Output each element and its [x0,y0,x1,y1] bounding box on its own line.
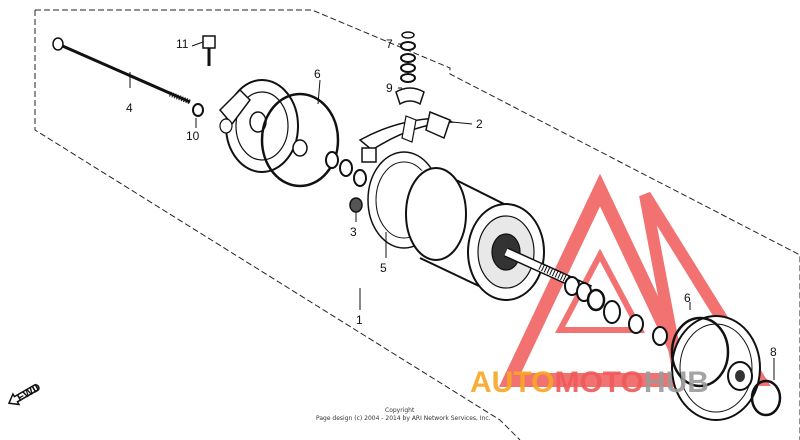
callout-6-right: 6 [684,291,691,305]
fwd-label: FWD [15,381,43,404]
callout-6-left: 6 [314,67,321,81]
callout-2: 2 [476,117,483,131]
watermark-hub: HUB [644,366,709,399]
callout-10: 10 [186,129,200,143]
shim-washer [325,151,339,169]
brush-holder-part-2 [358,110,455,163]
callout-1: 1 [356,313,363,327]
assembly-frame [35,9,800,440]
shim-washer-3 [353,169,367,187]
callout-4: 4 [126,101,133,115]
o-ring-part-6-left [260,92,340,188]
callout-7: 7 [386,37,393,51]
motor-yoke [405,167,545,301]
callout-11: 11 [176,37,189,51]
shaft-washers [564,276,668,346]
assembly-frame-lower [34,10,521,440]
bolt-part-4 [52,37,191,105]
front-cover [218,79,308,173]
washer-part-10 [192,103,204,117]
callout-5: 5 [380,261,387,275]
callout-8: 8 [770,345,777,359]
copyright-line-2: Page design (c) 2004 - 2014 by ARI Netwo… [316,415,491,422]
bolt-part-11 [202,35,216,66]
watermark-moto: MOTO [554,366,643,399]
fwd-direction-arrow: FWD [7,381,43,406]
rear-cover [671,315,761,421]
nut-stack-part-7-9 [395,31,425,106]
leader-lines [129,41,775,380]
shim-washer-2 [339,159,353,177]
callout-9: 9 [386,81,393,95]
watermark-text: AUTOMOTOHUB [470,366,709,399]
watermark-auto: AUTO [470,366,554,399]
o-ring-part-8 [750,379,782,417]
copyright-line-1: Copyright [385,407,415,414]
o-ring-part-6-right [670,316,730,388]
callout-3: 3 [350,225,357,239]
nut-part-3 [349,197,363,213]
